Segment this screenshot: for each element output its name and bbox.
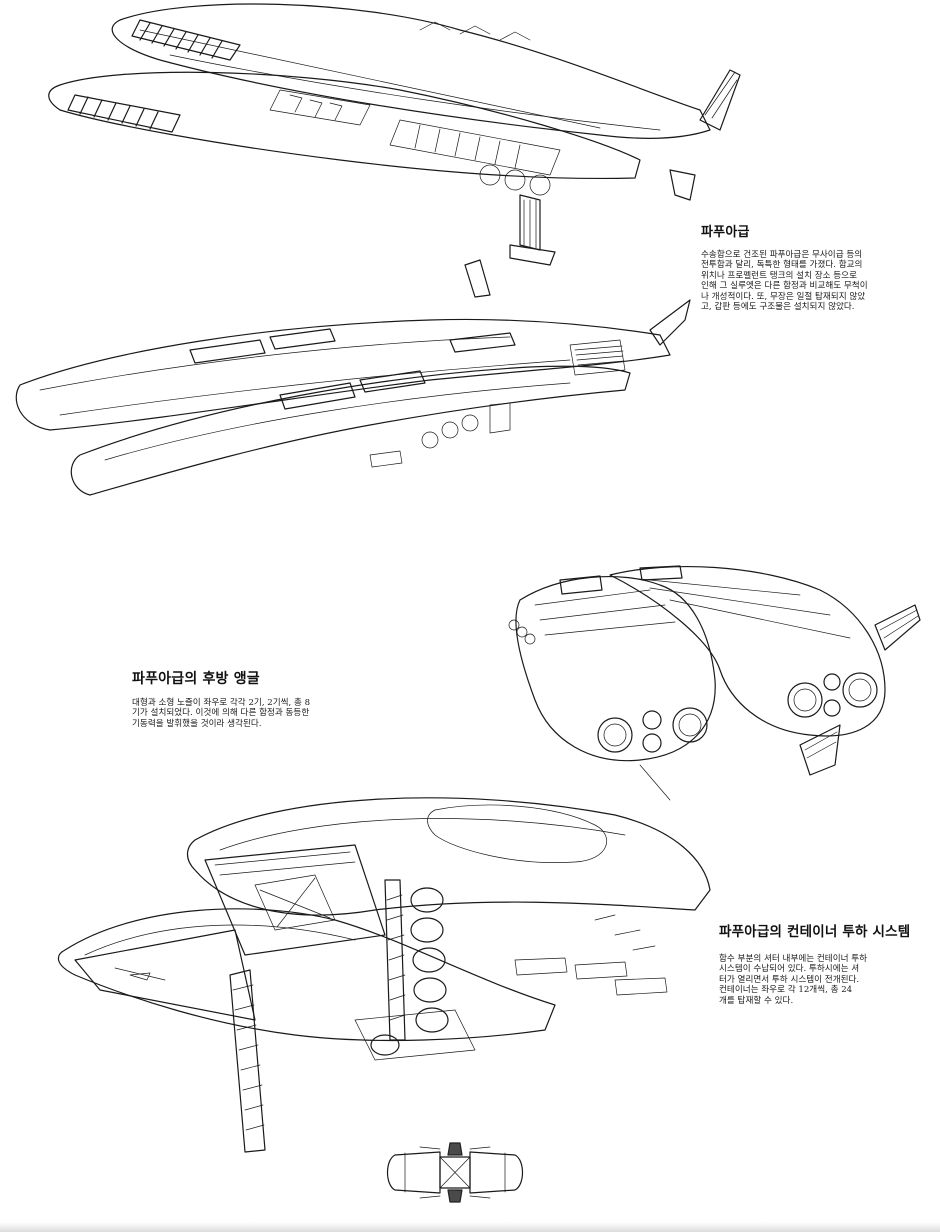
ship-drawing-side-view [10,255,700,505]
container-drop-system-drawing [55,790,715,1155]
ship-drawing-top-view [40,0,750,285]
caption-papua-class: 파푸아급 수송함으로 건조된 파푸아급은 무사이급 등의 전투함과 달리, 독특… [701,221,906,312]
caption-title: 파푸아급의 후방 앵글 [132,671,260,687]
caption-rear-angle: 파푸아급의 후방 앵글 대형과 소형 노즐이 좌우로 각각 2기, 2기씩, 총… [132,668,357,729]
caption-title: 파푸아급의 컨테이너 투하 시스템 [719,924,911,940]
caption-body: 대형과 소형 노즐이 좌우로 각각 2기, 2기씩, 총 8 기가 설치되었다.… [132,698,311,729]
caption-container-drop-system: 파푸아급의 컨테이너 투하 시스템 함수 부분의 셔터 내부에는 컨테이너 투하… [719,920,934,1006]
caption-body: 함수 부분의 셔터 내부에는 컨테이너 투하 시스템이 수납되어 있다. 투하시… [719,954,868,1006]
ship-drawing-rear-angle [500,560,930,810]
caption-title: 파푸아급 [701,225,750,240]
scan-edge [0,1222,940,1232]
caption-body: 수송함으로 건조된 파푸아급은 무사이급 등의 전투함과 달리, 독특한 형태를… [701,250,868,313]
container-drawing [380,1135,530,1210]
